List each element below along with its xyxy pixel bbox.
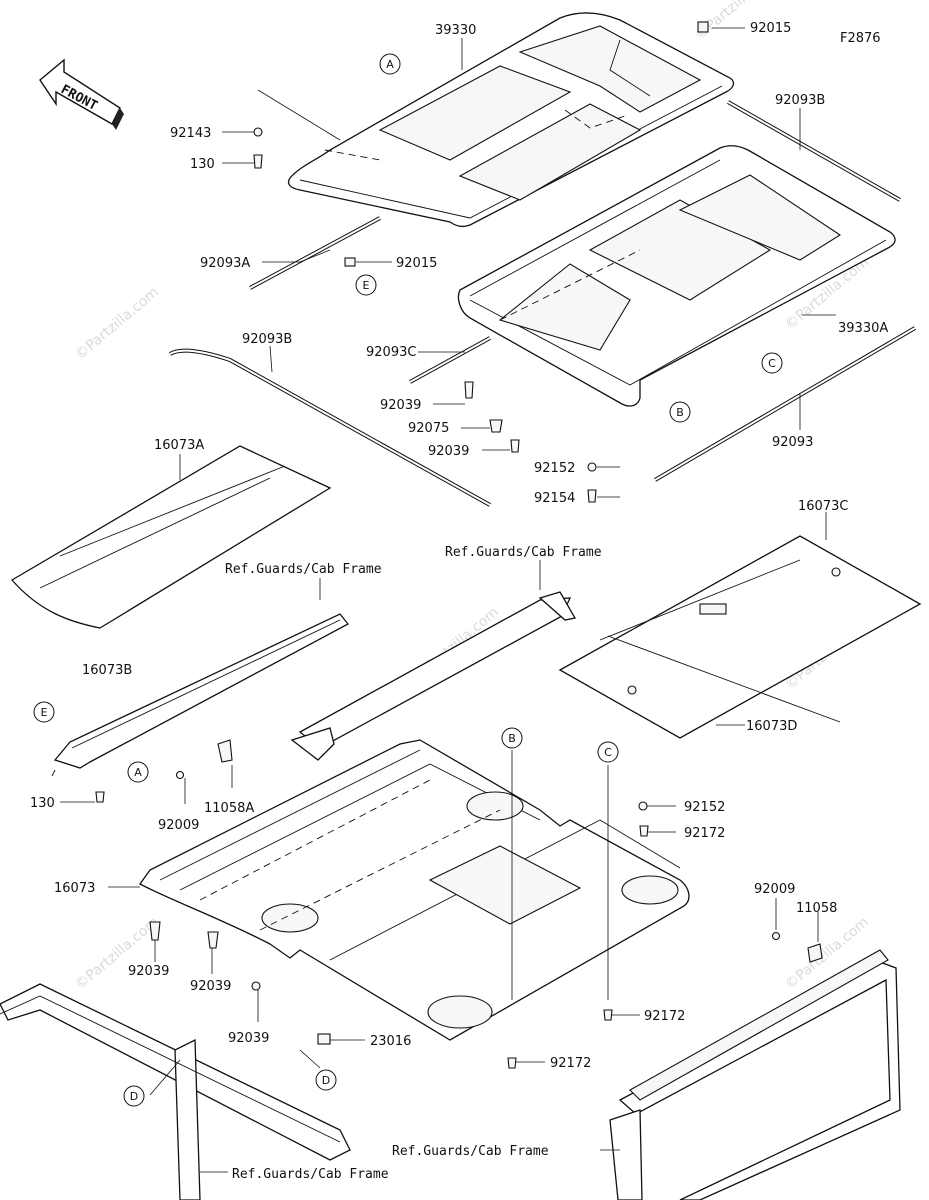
part-label: 92039 [128, 964, 169, 979]
callout-d-circle [123, 1085, 145, 1107]
ref-guards-cab-frame: Ref.Guards/Cab Frame [392, 1144, 549, 1159]
callout-a-circle [379, 53, 401, 75]
part-label: 92093B [242, 332, 292, 347]
part-label: 92075 [408, 421, 449, 436]
fasteners-top [253, 21, 709, 503]
part-label: 92093C [366, 345, 416, 360]
part-label: 92152 [684, 800, 725, 815]
part-label: 16073B [82, 663, 132, 678]
front-arrow-icon: FRONT [39, 58, 124, 130]
part-label: 92152 [534, 461, 575, 476]
part-label: 92093B [775, 93, 825, 108]
callout-c-circle [761, 352, 783, 374]
ref-guards-cab-frame: Ref.Guards/Cab Frame [445, 545, 602, 560]
part-label: 23016 [370, 1034, 411, 1049]
part-label: 92039 [190, 979, 231, 994]
part-label: 16073C [798, 499, 848, 514]
part-label: 39330 [435, 23, 476, 38]
small-parts [95, 770, 649, 1069]
part-label: 130 [190, 157, 215, 172]
callout-e: E [363, 279, 370, 292]
ref-guards-cab-frame: Ref.Guards/Cab Frame [225, 562, 382, 577]
front-bar [51, 613, 349, 777]
part-label: 11058A [204, 801, 254, 816]
callout-e: E [41, 706, 48, 719]
part-label: 92093A [200, 256, 250, 271]
callout-a: A [134, 766, 142, 779]
part-label: 92009 [158, 818, 199, 833]
callout-e-circle [33, 701, 55, 723]
callout-d: D [130, 1090, 138, 1103]
center-bar [217, 591, 577, 763]
callout-e-circle [355, 274, 377, 296]
part-label: 16073A [154, 438, 204, 453]
part-label: 92015 [396, 256, 437, 271]
ref-guards-cab-frame: Ref.Guards/Cab Frame [232, 1167, 389, 1182]
part-label: 92172 [684, 826, 725, 841]
headliner-16073A [10, 445, 332, 629]
part-label: 92039 [228, 1031, 269, 1046]
callout-c: C [604, 746, 612, 759]
headliner-16073 [139, 739, 690, 1041]
part-labels: 39330 92015 92143 130 92093B 92093A 9201… [30, 21, 888, 1071]
callout-b-circle [501, 727, 523, 749]
part-label: 92039 [380, 398, 421, 413]
watermark: ©Partzilla.com [72, 914, 162, 993]
part-label: 92009 [754, 882, 795, 897]
callouts: A E C B E A B C D D [33, 53, 783, 1107]
callout-b-circle [669, 401, 691, 423]
callout-b: B [676, 406, 684, 419]
part-label: 16073 [54, 881, 95, 896]
part-label: 92154 [534, 491, 575, 506]
watermark: ©Partzilla.com [72, 284, 162, 363]
leader-lines [60, 27, 836, 1173]
callout-a: A [386, 58, 394, 71]
cab-frame-left [0, 983, 351, 1200]
callout-d-circle [315, 1069, 337, 1091]
roof-39330 [287, 12, 735, 228]
headliner-16073C [558, 535, 922, 739]
part-label: 130 [30, 796, 55, 811]
figure-code: F2876 [840, 31, 881, 46]
part-label: 92172 [550, 1056, 591, 1071]
cab-frame-right [609, 931, 901, 1200]
seal-strips [168, 100, 917, 507]
part-label: 92093 [772, 435, 813, 450]
roof-39330A [457, 145, 896, 407]
callout-c-circle [597, 741, 619, 763]
part-label: 92015 [750, 21, 791, 36]
part-label: 11058 [796, 901, 837, 916]
callout-c: C [768, 357, 776, 370]
part-label: 92143 [170, 126, 211, 141]
callout-a-circle [127, 761, 149, 783]
part-label: 39330A [838, 321, 888, 336]
callout-b: B [508, 732, 516, 745]
part-label: 16073D [746, 719, 797, 734]
part-label: 92172 [644, 1009, 685, 1024]
part-label: 92039 [428, 444, 469, 459]
callout-d: D [322, 1074, 330, 1087]
reference-labels: Ref.Guards/Cab Frame Ref.Guards/Cab Fram… [225, 545, 602, 1182]
